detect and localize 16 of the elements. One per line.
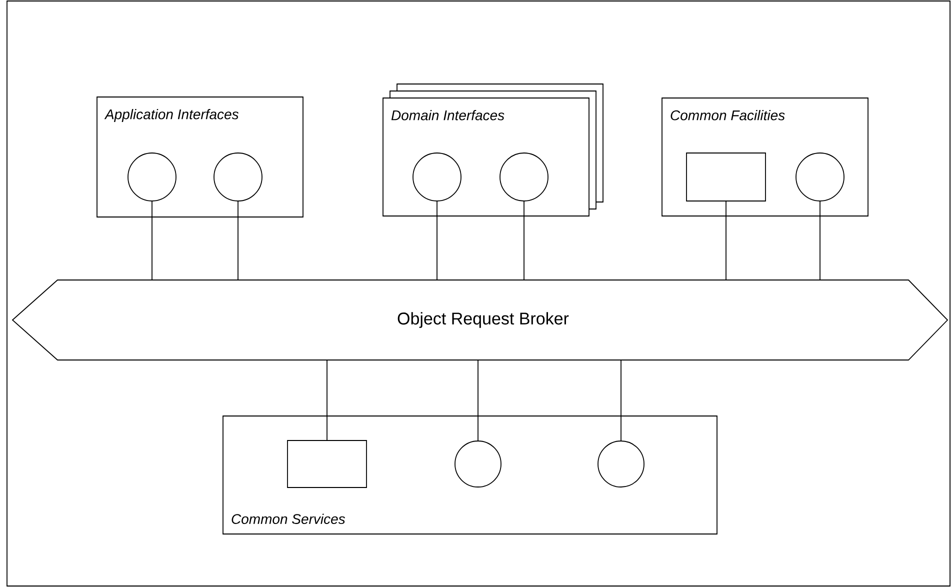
connector-line [620, 360, 622, 441]
object-box [686, 152, 766, 202]
component-box: Application Interfaces [96, 96, 304, 218]
interface-circle [412, 152, 462, 202]
component-box: Common Services [222, 416, 718, 534]
interface-circle [128, 152, 176, 202]
connector-line [436, 201, 438, 280]
connector-line [326, 360, 328, 440]
interface-circle [500, 152, 548, 202]
interface-circle [598, 440, 644, 488]
object-box [287, 440, 367, 488]
component-box: Common Facilities [662, 98, 868, 216]
interface-circle [214, 152, 262, 202]
interface-circle [796, 152, 844, 202]
stacked-component-box: Domain Interfaces [382, 84, 604, 216]
interface-circle [454, 440, 502, 488]
